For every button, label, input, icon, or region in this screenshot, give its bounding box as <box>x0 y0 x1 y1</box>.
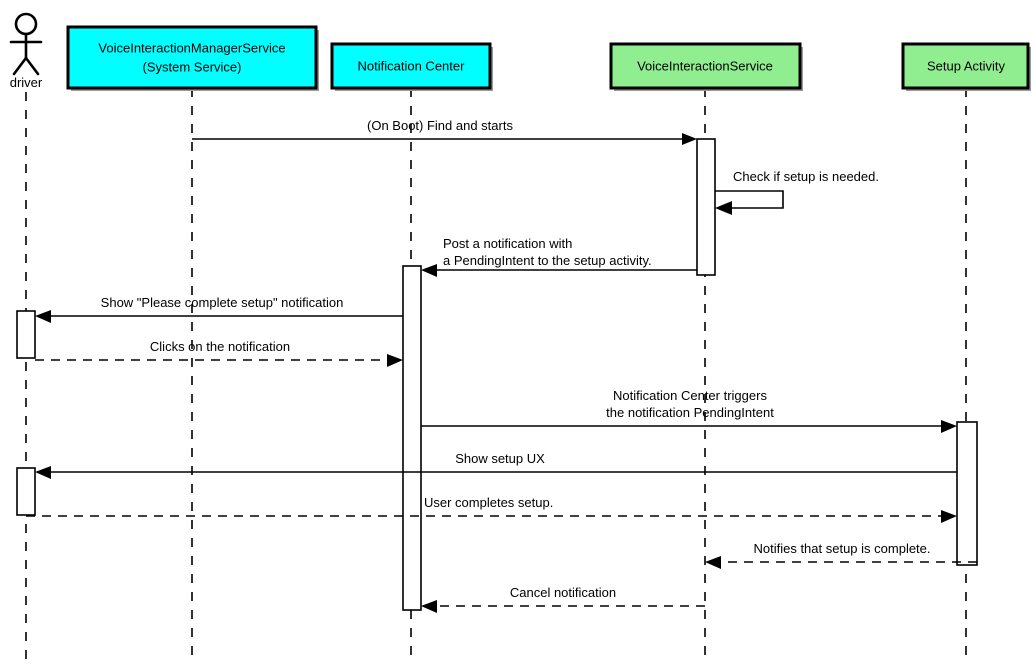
message-user-completes-setup: User completes setup. <box>26 495 957 523</box>
message-label-show-notification: Show "Please complete setup" notificatio… <box>101 295 344 310</box>
message-on-boot: (On Boot) Find and starts <box>192 118 697 145</box>
arrowhead-show-notification <box>35 310 51 323</box>
participant-label-vims-line2: (System Service) <box>143 59 242 74</box>
participant-label-vims-line1: VoiceInteractionManagerService <box>98 40 285 55</box>
participant-box-setup-activity <box>901 42 1030 90</box>
message-label-on-boot: (On Boot) Find and starts <box>367 118 513 133</box>
participant-box-notification-center <box>330 42 492 90</box>
message-cancel-notification: Cancel notification <box>421 585 705 613</box>
arrowhead-user-completes-setup <box>941 510 957 523</box>
message-line-check-setup <box>715 190 784 209</box>
arrowhead-show-setup-ux <box>35 466 51 479</box>
participant-label-notification-center: Notification Center <box>358 58 466 73</box>
participant-notification-center[interactable]: Notification Center <box>330 42 493 91</box>
participant-setup-activity[interactable]: Setup Activity <box>901 42 1031 91</box>
arrowhead-post-notification <box>421 264 437 277</box>
message-label-check-setup: Check if setup is needed. <box>733 169 879 184</box>
participant-label-driver: driver <box>10 75 43 90</box>
participant-label-voice-interaction-service: VoiceInteractionService <box>637 58 773 73</box>
message-label-post-notification-line2: a PendingIntent to the setup activity. <box>443 253 652 268</box>
participant-label-setup-activity: Setup Activity <box>927 58 1006 73</box>
arrowhead-on-boot <box>682 133 697 145</box>
message-check-setup: Check if setup is needed. <box>715 169 879 215</box>
message-notifies-complete: Notifies that setup is complete. <box>705 541 977 569</box>
activation-bar-voice-interaction-service <box>696 138 716 276</box>
activation-bar-notification-center <box>402 265 422 611</box>
arrowhead-cancel-notification <box>421 600 437 613</box>
activations-layer <box>16 138 978 611</box>
arrowhead-clicks-notification <box>387 354 403 367</box>
message-clicks-notification: Clicks on the notification <box>35 339 403 367</box>
participant-voice-interaction-service[interactable]: VoiceInteractionService <box>609 42 803 91</box>
arrowhead-triggers-pendingintent <box>941 420 957 433</box>
actor-right-leg-icon <box>24 56 40 76</box>
message-label-notifies-complete: Notifies that setup is complete. <box>753 541 930 556</box>
message-label-user-completes-setup: User completes setup. <box>424 495 553 510</box>
message-label-show-setup-ux: Show setup UX <box>455 451 545 466</box>
message-show-setup-ux: Show setup UX <box>35 451 957 479</box>
arrowhead-notifies-complete <box>705 556 721 569</box>
message-label-post-notification-line1: Post a notification with <box>443 236 572 251</box>
participant-vims[interactable]: VoiceInteractionManagerService (System S… <box>66 25 319 91</box>
message-label-cancel-notification: Cancel notification <box>510 585 616 600</box>
activation-bar-setup-activity <box>956 421 978 566</box>
message-label-triggers-pendingintent-line1: Notification Center triggers <box>613 388 767 403</box>
participant-box-vims <box>66 25 318 90</box>
message-triggers-pendingintent: Notification Center triggers the notific… <box>421 388 957 433</box>
activation-bar-driver-2 <box>16 467 36 516</box>
participant-box-voice-interaction-service <box>609 42 802 90</box>
actor-head-icon <box>14 12 38 36</box>
activation-bar-driver-1 <box>16 310 36 359</box>
arrowhead-check-setup <box>715 201 732 215</box>
message-show-notification: Show "Please complete setup" notificatio… <box>35 295 403 323</box>
participant-driver[interactable]: driver <box>9 12 43 90</box>
message-post-notification: Post a notification with a PendingIntent… <box>421 236 697 277</box>
actor-left-leg-icon <box>12 56 28 76</box>
message-label-triggers-pendingintent-line2: the notification PendingIntent <box>606 405 774 420</box>
message-label-clicks-notification: Clicks on the notification <box>150 339 290 354</box>
